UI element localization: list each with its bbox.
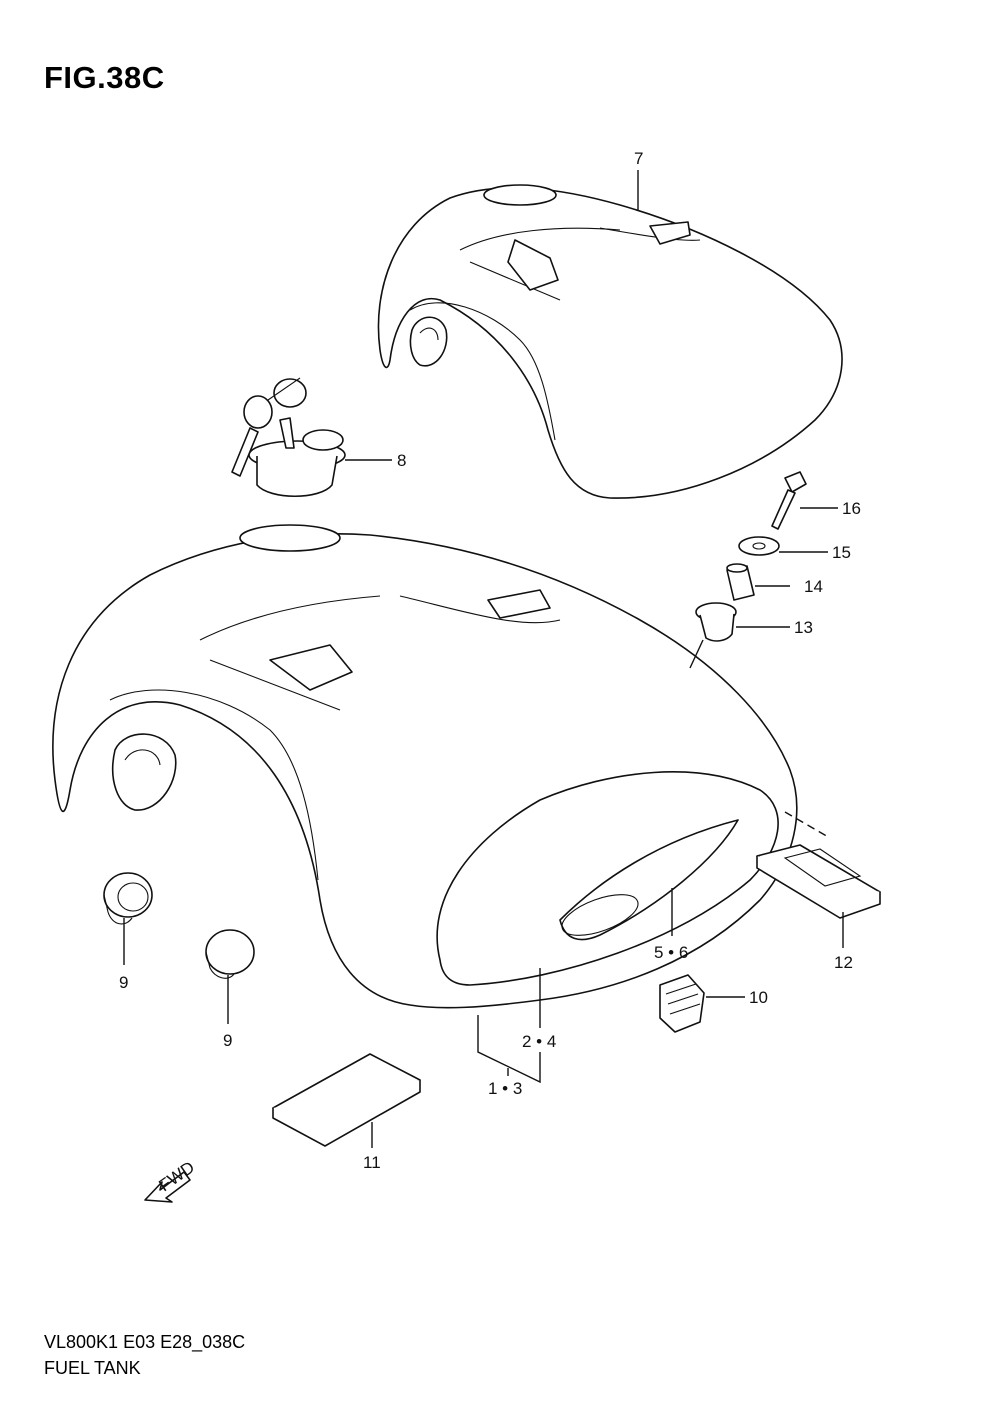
part-9-cap-right <box>205 929 255 979</box>
part-16-bolt <box>771 471 807 530</box>
part-12-cushion-pad <box>756 844 881 919</box>
callout-14: 14 <box>804 577 823 596</box>
callout-16: 16 <box>842 499 861 518</box>
callout-5-6: 5 • 6 <box>654 943 688 962</box>
part-11-label-plate <box>272 1053 421 1147</box>
fwd-arrow-icon: FWD <box>144 1158 198 1203</box>
callout-10: 10 <box>749 988 768 1007</box>
callout-13: 13 <box>794 618 813 637</box>
callout-9-right: 9 <box>223 1031 232 1050</box>
callout-9-left: 9 <box>119 973 128 992</box>
callout-2-4: 2 • 4 <box>522 1032 556 1051</box>
figure-title: FIG.38C <box>44 60 165 95</box>
part-14-collar <box>726 563 755 601</box>
callout-12: 12 <box>834 953 853 972</box>
figure-code: VL800K1 E03 E28_038C <box>44 1332 246 1352</box>
callout-7: 7 <box>634 149 643 168</box>
part-9-cap-left <box>103 872 153 925</box>
callout-15: 15 <box>832 543 851 562</box>
part-10-clip <box>659 974 705 1033</box>
callout-8: 8 <box>397 451 406 470</box>
part-15-washer <box>738 536 780 556</box>
part-8-fuel-cap-with-keys <box>231 377 346 498</box>
part-1-fuel-tank-main <box>52 524 798 1009</box>
part-7-fuel-tank-upper <box>377 184 843 499</box>
leader-lines <box>123 170 844 1148</box>
figure-name: FUEL TANK <box>44 1358 141 1378</box>
callout-1-3: 1 • 3 <box>488 1079 522 1098</box>
part-13-cushion <box>695 602 737 642</box>
callout-11: 11 <box>363 1153 381 1172</box>
